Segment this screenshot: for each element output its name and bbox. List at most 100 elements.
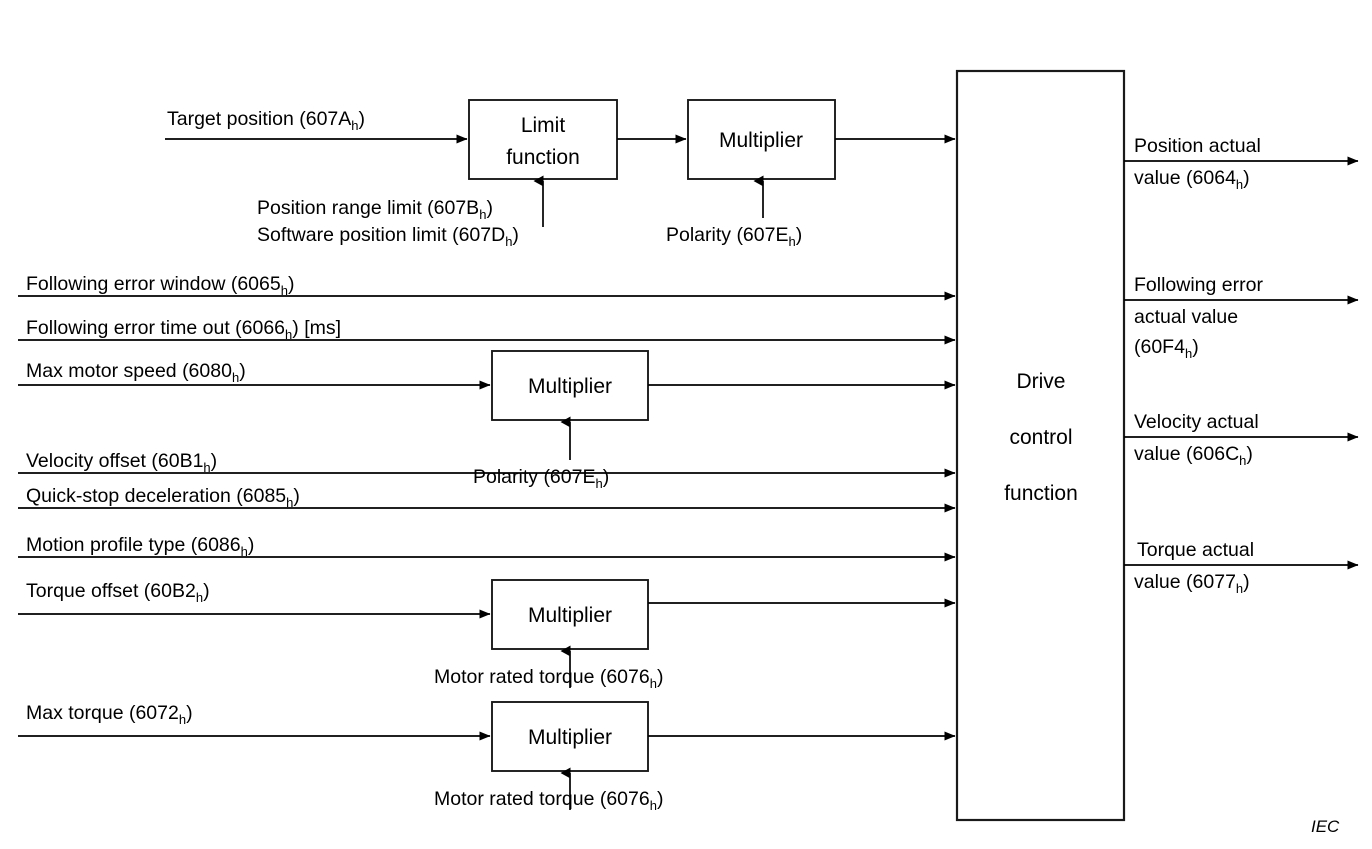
svg-text:Motor rated torque (6076h): Motor rated torque (6076h) bbox=[434, 666, 663, 691]
multiplier-position-label: Multiplier bbox=[719, 129, 803, 152]
following-error-actual-value-tail: ) bbox=[1192, 336, 1199, 358]
torque-offset-sub: h bbox=[196, 590, 203, 605]
svg-text:Velocity offset (60B1h): Velocity offset (60B1h) bbox=[26, 450, 217, 475]
following-error-actual-value-line1: Following error bbox=[1134, 274, 1263, 296]
motor-rated-torque-max-tail: ) bbox=[657, 788, 664, 810]
position-range-limit-sub: h bbox=[479, 207, 486, 222]
svg-text:Max motor speed (6080h): Max motor speed (6080h) bbox=[26, 360, 246, 385]
position-range-limit-tail: ) bbox=[486, 197, 493, 219]
following-error-actual-value-output: Following error actual value (60F4h) bbox=[1124, 274, 1359, 361]
max-motor-speed-tail: ) bbox=[239, 360, 246, 382]
svg-text:Following error window (6065h): Following error window (6065h) bbox=[26, 273, 294, 298]
svg-text:Motion profile type (6086h): Motion profile type (6086h) bbox=[26, 534, 254, 559]
max-motor-speed-sub: h bbox=[232, 370, 239, 385]
velocity-offset-text: Velocity offset (60B1 bbox=[26, 450, 203, 472]
polarity-speed-tail: ) bbox=[603, 466, 610, 488]
motion-profile-type-input: Motion profile type (6086h) bbox=[18, 534, 956, 562]
multiplier-max-torque-block: Multiplier bbox=[491, 701, 649, 772]
position-actual-value-line2: value (6064 bbox=[1134, 167, 1236, 189]
following-error-actual-value-sub: h bbox=[1185, 346, 1192, 361]
velocity-actual-value-tail: ) bbox=[1246, 443, 1253, 465]
position-actual-value-output: Position actual value (6064h) bbox=[1124, 135, 1359, 192]
following-error-time-out-input: Following error time out (6066h) [ms] bbox=[18, 317, 956, 345]
polarity-position-text: Polarity (607E bbox=[666, 224, 788, 246]
polarity-speed-text: Polarity (607E bbox=[473, 466, 595, 488]
svg-text:Software position limit (607Dh: Software position limit (607Dh) bbox=[257, 224, 519, 249]
drive-control-label-line3: function bbox=[1004, 482, 1078, 505]
position-actual-value-line1: Position actual bbox=[1134, 135, 1261, 157]
torque-actual-value-line1: Torque actual bbox=[1137, 539, 1254, 561]
polarity-position-parameter: Polarity (607Eh) bbox=[666, 175, 802, 249]
velocity-actual-value-line2: value (606C bbox=[1134, 443, 1239, 465]
position-limit-parameter: Position range limit (607Bh) Software po… bbox=[257, 175, 544, 249]
following-error-window-tail: ) bbox=[288, 273, 295, 295]
motion-profile-type-tail: ) bbox=[248, 534, 255, 556]
torque-actual-value-output: Torque actual value (6077h) bbox=[1124, 539, 1359, 596]
max-motor-speed-text: Max motor speed (6080 bbox=[26, 360, 232, 382]
svg-text:value (606Ch): value (606Ch) bbox=[1134, 443, 1253, 468]
svg-text:Torque offset (60B2h): Torque offset (60B2h) bbox=[26, 580, 210, 605]
svg-text:Polarity (607Eh): Polarity (607Eh) bbox=[666, 224, 802, 249]
position-actual-value-sub: h bbox=[1236, 177, 1243, 192]
motor-rated-torque-max-parameter: Motor rated torque (6076h) bbox=[434, 767, 663, 813]
motion-profile-type-text: Motion profile type (6086 bbox=[26, 534, 241, 556]
multiplier-torque-offset-label: Multiplier bbox=[528, 604, 612, 627]
quick-stop-deceleration-sub: h bbox=[286, 495, 293, 510]
max-torque-input: Max torque (6072h) bbox=[18, 702, 956, 741]
max-torque-sub: h bbox=[179, 712, 186, 727]
polarity-position-sub: h bbox=[788, 234, 795, 249]
velocity-offset-input: Velocity offset (60B1h) bbox=[18, 450, 956, 478]
following-error-time-out-sub: h bbox=[285, 327, 292, 342]
drive-control-function-block: Drive control function bbox=[955, 69, 1126, 822]
multiplier-speed-label: Multiplier bbox=[528, 375, 612, 398]
following-error-actual-value-line2: actual value bbox=[1134, 306, 1238, 328]
motion-profile-type-sub: h bbox=[241, 544, 248, 559]
drive-control-label-line2: control bbox=[1009, 426, 1072, 449]
svg-text:Motor rated torque (6076h): Motor rated torque (6076h) bbox=[434, 788, 663, 813]
multiplier-max-torque-label: Multiplier bbox=[528, 726, 612, 749]
svg-text:value (6064h): value (6064h) bbox=[1134, 167, 1250, 192]
velocity-actual-value-line1: Velocity actual bbox=[1134, 411, 1259, 433]
following-error-window-input: Following error window (6065h) bbox=[18, 273, 956, 301]
motor-rated-torque-offset-text: Motor rated torque (6076 bbox=[434, 666, 650, 688]
quick-stop-deceleration-text: Quick-stop deceleration (6085 bbox=[26, 485, 286, 507]
limit-function-label-line1: Limit bbox=[521, 114, 566, 137]
svg-text:Quick-stop deceleration (6085h: Quick-stop deceleration (6085h) bbox=[26, 485, 300, 510]
polarity-speed-parameter: Polarity (607Eh) bbox=[473, 416, 609, 491]
svg-text:Target position (607Ah): Target position (607Ah) bbox=[167, 108, 365, 133]
motor-rated-torque-offset-tail: ) bbox=[657, 666, 664, 688]
limit-function-block: Limit function bbox=[468, 99, 618, 180]
motor-rated-torque-offset-sub: h bbox=[650, 676, 657, 691]
svg-text:(60F4h): (60F4h) bbox=[1134, 336, 1199, 361]
target-position-text: Target position (607A bbox=[167, 108, 351, 130]
max-torque-text: Max torque (6072 bbox=[26, 702, 179, 724]
drive-control-label-line1: Drive bbox=[1016, 370, 1065, 393]
multiplier-speed-block: Multiplier bbox=[491, 350, 649, 421]
velocity-offset-tail: ) bbox=[211, 450, 218, 472]
iec-source-mark: IEC bbox=[1311, 817, 1340, 836]
following-error-time-out-tail: ) [ms] bbox=[292, 317, 341, 339]
multiplier-torque-offset-block: Multiplier bbox=[491, 579, 649, 650]
quick-stop-deceleration-tail: ) bbox=[293, 485, 300, 507]
torque-offset-input: Torque offset (60B2h) bbox=[18, 580, 956, 619]
following-error-window-text: Following error window (6065 bbox=[26, 273, 281, 295]
torque-actual-value-sub: h bbox=[1236, 581, 1243, 596]
torque-offset-text: Torque offset (60B2 bbox=[26, 580, 196, 602]
position-actual-value-tail: ) bbox=[1243, 167, 1250, 189]
software-position-limit-text: Software position limit (607D bbox=[257, 224, 505, 246]
torque-actual-value-line2: value (6077 bbox=[1134, 571, 1236, 593]
svg-text:Polarity (607Eh): Polarity (607Eh) bbox=[473, 466, 609, 491]
svg-text:value (6077h): value (6077h) bbox=[1134, 571, 1250, 596]
svg-text:Max torque (6072h): Max torque (6072h) bbox=[26, 702, 193, 727]
target-position-input: Target position (607Ah) bbox=[165, 108, 468, 144]
max-torque-tail: ) bbox=[186, 702, 193, 724]
motor-rated-torque-max-sub: h bbox=[650, 798, 657, 813]
position-range-limit-text: Position range limit (607B bbox=[257, 197, 479, 219]
limit-function-label-line2: function bbox=[506, 146, 580, 169]
svg-text:Following error time out (6066: Following error time out (6066h) [ms] bbox=[26, 317, 341, 342]
quick-stop-deceleration-input: Quick-stop deceleration (6085h) bbox=[18, 485, 956, 513]
target-position-tail: ) bbox=[359, 108, 366, 130]
motor-rated-torque-max-text: Motor rated torque (6076 bbox=[434, 788, 650, 810]
